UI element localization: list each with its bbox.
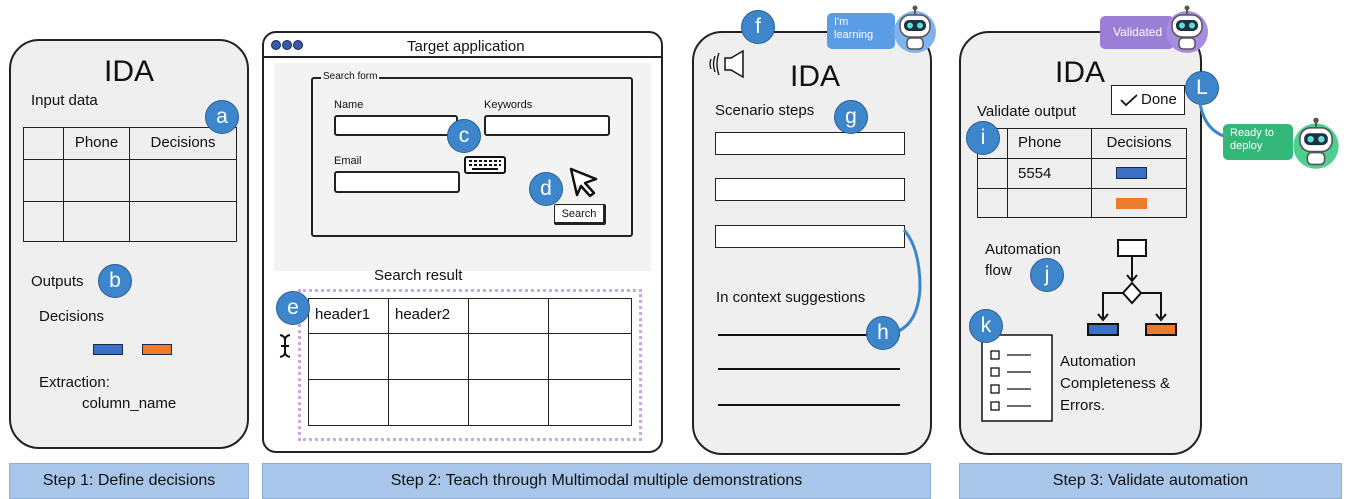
- automation-flow-label-2: flow: [985, 262, 1012, 279]
- validate-output-label: Validate output: [977, 103, 1076, 120]
- keywords-input[interactable]: [484, 115, 610, 136]
- validate-row1-phone: 5554: [1007, 158, 1092, 189]
- search-result-selection: [298, 289, 642, 441]
- speaker-icon: [709, 49, 744, 79]
- completeness-label-1: Automation: [1060, 353, 1136, 370]
- input-data-label: Input data: [31, 92, 98, 109]
- extraction-label: Extraction:: [39, 374, 110, 391]
- suggestion-connector: [895, 229, 922, 334]
- result-header-1: header1: [308, 298, 389, 334]
- step2-bar: Step 2: Teach through Multimodal multipl…: [262, 463, 931, 499]
- badge-g: g: [834, 100, 868, 134]
- table-header-empty: [23, 127, 64, 160]
- text-cursor-icon: [279, 334, 291, 358]
- in-context-suggestions-label: In context suggestions: [716, 289, 866, 306]
- learning-bubble: I'm learning: [827, 13, 895, 49]
- window-controls: [271, 37, 303, 55]
- robot-validated-icon: [1166, 5, 1208, 53]
- automation-flow-label-1: Automation: [985, 241, 1061, 258]
- suggestion-line-2: [718, 368, 900, 370]
- panel4-title: IDA: [1055, 56, 1106, 89]
- panel-define-decisions: IDA Input data Phone Decisions Outputs D…: [9, 39, 249, 449]
- scenario-step-1[interactable]: [715, 132, 905, 155]
- search-result-table: header1 header2: [308, 298, 632, 426]
- badge-e: e: [276, 291, 310, 325]
- badge-i: i: [966, 121, 1000, 155]
- table-header-decisions: Decisions: [129, 127, 237, 160]
- scenario-step-2[interactable]: [715, 178, 905, 201]
- email-input[interactable]: [334, 171, 460, 193]
- step3-bar: Step 3: Validate automation: [959, 463, 1342, 499]
- robot-learning-icon: [894, 5, 936, 53]
- badge-h: h: [866, 316, 900, 350]
- result-header-2: header2: [388, 298, 469, 334]
- badge-c: c: [447, 119, 481, 153]
- validate-header-decisions: Decisions: [1091, 128, 1187, 159]
- title-bar-divider: [264, 56, 661, 58]
- done-label: Done: [1141, 91, 1177, 108]
- panel3-title: IDA: [790, 60, 841, 93]
- badge-d: d: [529, 172, 563, 206]
- ready-to-deploy-bubble: Ready to deploy: [1223, 124, 1293, 160]
- outputs-label: Outputs: [31, 273, 84, 290]
- keywords-label: Keywords: [484, 99, 533, 111]
- decisions-label: Decisions: [39, 308, 105, 325]
- flow-diagram-icon: [1087, 239, 1177, 336]
- completeness-label-3: Errors.: [1060, 397, 1105, 414]
- decision-blue-swatch: [93, 344, 123, 355]
- step1-bar: Step 1: Define decisions: [9, 463, 249, 499]
- scenario-step-3[interactable]: [715, 225, 905, 248]
- suggestion-line-1: [718, 334, 900, 336]
- decision-orange-swatch: [142, 344, 172, 355]
- search-form-legend: Search form: [321, 71, 380, 82]
- email-label: Email: [334, 155, 362, 167]
- result-header-3: [468, 298, 549, 334]
- robot-ready-icon: [1293, 117, 1339, 169]
- badge-a: a: [205, 100, 239, 134]
- input-data-table: Phone Decisions: [23, 127, 237, 242]
- validate-output-table: Phone Decisions 5554: [977, 128, 1187, 218]
- validate-blue-swatch: [1116, 167, 1147, 179]
- suggestion-line-3: [718, 404, 900, 406]
- target-application-window: Target application Search form Name Keyw…: [262, 31, 663, 453]
- extraction-value: column_name: [82, 395, 177, 412]
- name-label: Name: [334, 99, 364, 111]
- done-button[interactable]: Done: [1111, 85, 1185, 115]
- name-input[interactable]: [334, 115, 458, 136]
- panel-teaching: IDA Scenario steps In context suggestion…: [692, 31, 932, 455]
- badge-k: k: [969, 309, 1003, 343]
- scenario-steps-label: Scenario steps: [715, 102, 815, 119]
- completeness-label-2: Completeness &: [1060, 375, 1171, 392]
- validate-orange-swatch: [1116, 198, 1147, 209]
- panel-validate: IDA Done Validate output Phone Decisions…: [959, 31, 1202, 455]
- mouse-cursor-icon: [569, 167, 598, 198]
- badge-f: f: [741, 10, 775, 44]
- validated-bubble: Validated: [1100, 16, 1174, 49]
- panel1-title: IDA: [104, 55, 155, 88]
- check-icon: [1120, 94, 1138, 107]
- window-title: Target application: [407, 38, 525, 55]
- search-button[interactable]: Search: [554, 204, 606, 225]
- badge-L: L: [1185, 71, 1219, 105]
- badge-j: j: [1030, 258, 1064, 292]
- table-header-phone: Phone: [63, 127, 130, 160]
- validate-header-phone: Phone: [1007, 128, 1092, 159]
- checklist-icon: [981, 334, 1053, 422]
- search-result-label: Search result: [374, 267, 463, 284]
- search-form-fieldset: [311, 77, 633, 237]
- keyboard-icon: [464, 156, 506, 174]
- badge-b: b: [98, 264, 132, 298]
- result-header-4: [548, 298, 632, 334]
